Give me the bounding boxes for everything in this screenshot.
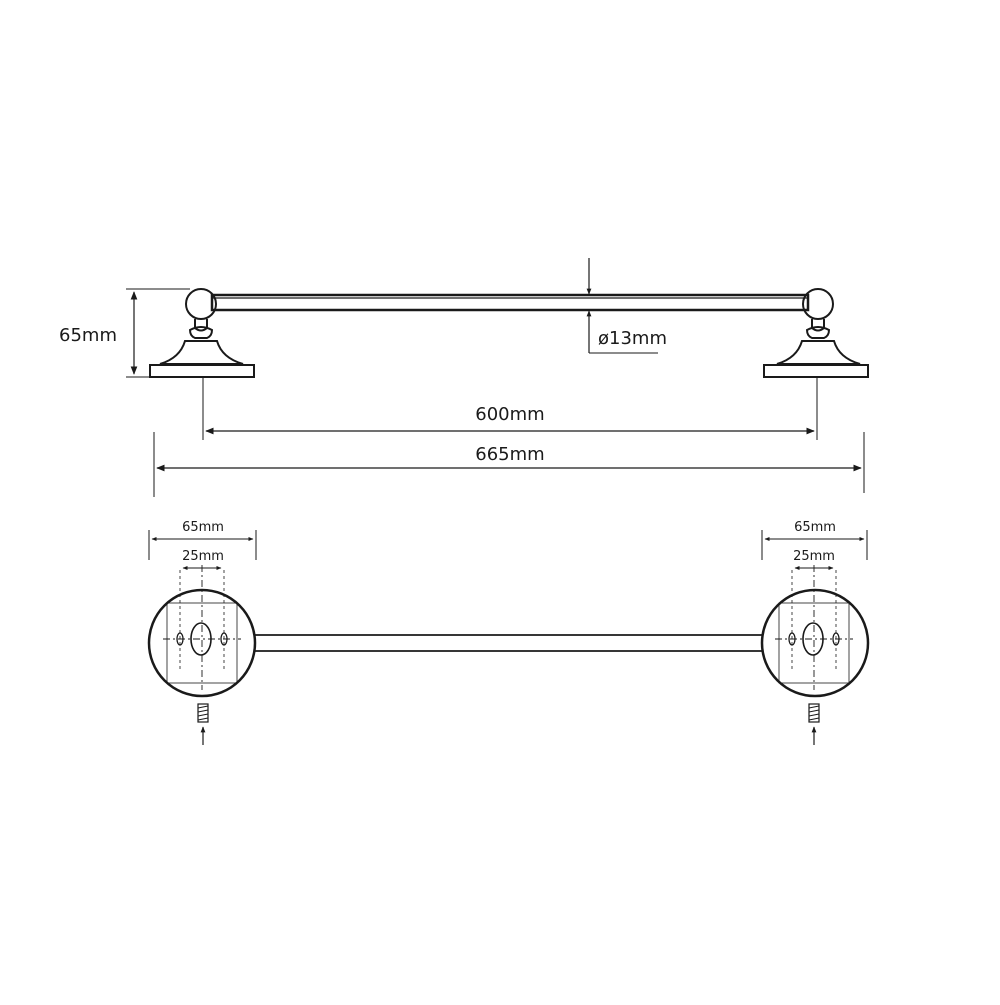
diameter-label: ø13mm — [598, 328, 667, 349]
left-screw-icon — [197, 703, 209, 745]
right-base-width-label: 65mm — [794, 520, 836, 535]
front-elevation: 65mm ø13mm 600mm 665mm — [59, 258, 869, 497]
plan-view: 65mm 25mm — [147, 520, 870, 745]
towel-rail — [210, 293, 810, 312]
left-hole-spacing-label: 25mm — [182, 549, 224, 564]
center-span-dimension: 600mm — [202, 378, 818, 440]
right-base-plate — [760, 565, 870, 698]
height-label: 65mm — [59, 325, 117, 346]
left-base-width-dimension: 65mm — [148, 520, 257, 560]
left-base-width-label: 65mm — [182, 520, 224, 535]
overall-length-label: 665mm — [475, 444, 544, 465]
right-screw-icon — [808, 703, 820, 745]
diameter-dimension: ø13mm — [586, 258, 667, 354]
right-base-width-dimension: 65mm — [761, 520, 868, 560]
left-base-plate — [147, 565, 257, 698]
right-hole-spacing-label: 25mm — [793, 549, 835, 564]
right-hole-spacing-dimension: 25mm — [793, 549, 835, 570]
left-bracket — [149, 288, 255, 378]
left-hole-spacing-dimension: 25mm — [182, 549, 224, 570]
height-dimension: 65mm — [59, 288, 190, 378]
overall-length-dimension: 665mm — [153, 432, 865, 497]
plan-rail — [254, 634, 763, 652]
center-span-label: 600mm — [475, 404, 544, 425]
right-bracket — [763, 288, 869, 378]
